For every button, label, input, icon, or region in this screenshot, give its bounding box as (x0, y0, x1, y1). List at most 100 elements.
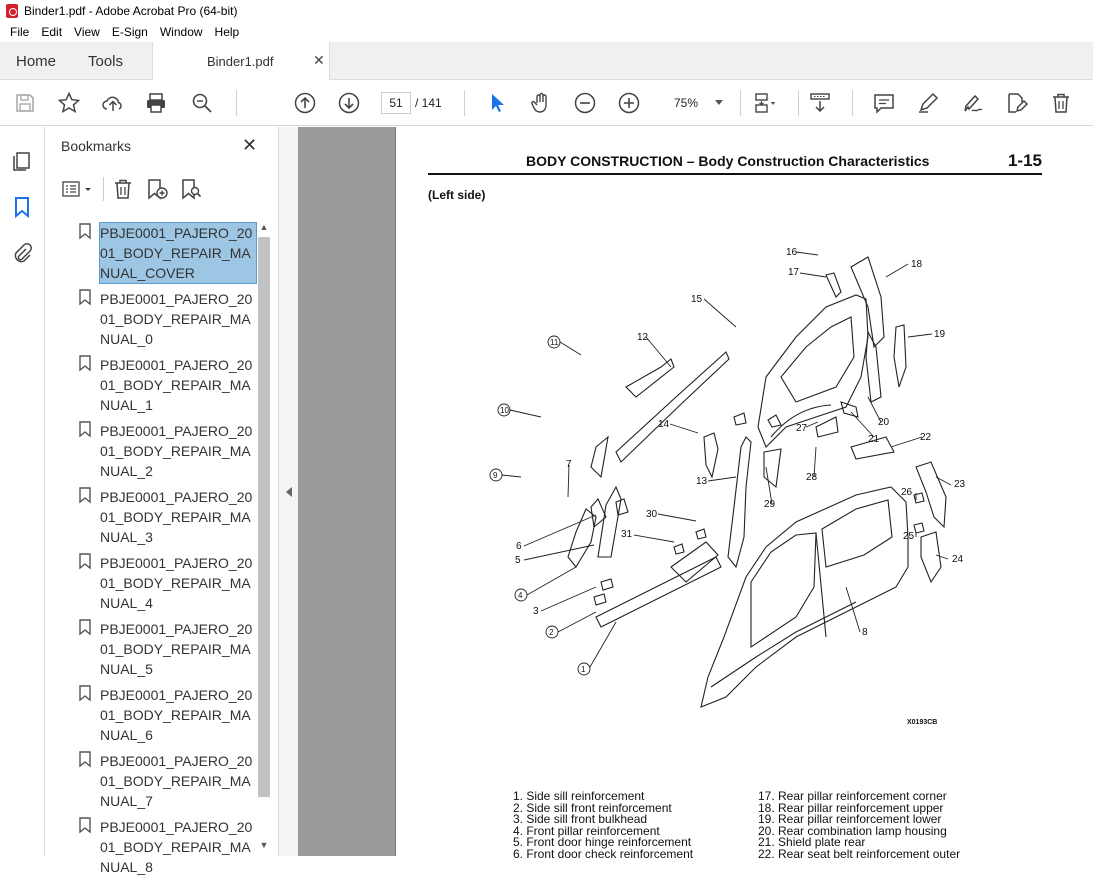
legend-item: 1. Side sill reinforcement (513, 789, 645, 803)
svg-text:22: 22 (920, 432, 932, 443)
svg-text:8: 8 (862, 627, 868, 638)
bookmark-label: PBJE0001_PAJERO_2001_BODY_REPAIR_MANUAL_… (100, 357, 253, 413)
bookmark-item[interactable]: PBJE0001_PAJERO_2001_BODY_REPAIR_MANUAL_… (45, 285, 255, 351)
delete-trash-icon[interactable] (1049, 91, 1073, 115)
attachments-paperclip-icon[interactable] (11, 242, 33, 264)
scroll-down-icon[interactable]: ▼ (259, 840, 269, 850)
svg-text:21: 21 (868, 434, 880, 445)
scroll-mode-icon[interactable] (808, 91, 832, 115)
left-rail (0, 127, 45, 856)
tab-tools[interactable]: Tools (88, 53, 124, 70)
menu-view[interactable]: View (74, 25, 100, 39)
legend-item: 3. Side sill front bulkhead (513, 812, 648, 826)
scroll-thumb[interactable] (258, 237, 270, 797)
document-viewport[interactable]: BODY CONSTRUCTION – Body Construction Ch… (298, 127, 1093, 859)
pdf-page: BODY CONSTRUCTION – Body Construction Ch… (395, 127, 1093, 859)
print-icon[interactable] (144, 91, 168, 115)
bookmark-options-icon[interactable] (61, 177, 95, 201)
diagram-code: X0193CB (907, 719, 938, 726)
tab-home[interactable]: Home (16, 53, 57, 70)
bookmark-item[interactable]: PBJE0001_PAJERO_2001_BODY_REPAIR_MANUAL_… (45, 615, 255, 681)
toolbar: 51 / 141 75% (0, 80, 1093, 126)
bookmarks-toolbar (45, 173, 278, 205)
bookmark-label: PBJE0001_PAJERO_2001_BODY_REPAIR_MANUAL_… (100, 753, 253, 809)
tab-bar: Home Tools Binder1.pdf ✕ (0, 42, 1093, 81)
scroll-up-icon[interactable]: ▲ (259, 222, 269, 232)
bookmark-item[interactable]: PBJE0001_PAJERO_2001_BODY_REPAIR_MANUAL_… (45, 351, 255, 417)
window-title: Binder1.pdf - Adobe Acrobat Pro (64-bit) (24, 4, 238, 18)
svg-text:23: 23 (954, 479, 966, 490)
bookmark-item[interactable]: PBJE0001_PAJERO_2001_BODY_REPAIR_MANUAL_… (45, 681, 255, 747)
menu-window[interactable]: Window (159, 25, 203, 39)
close-tab-icon[interactable]: ✕ (313, 52, 325, 68)
svg-text:4: 4 (518, 591, 523, 600)
svg-text:14: 14 (658, 419, 670, 430)
bookmark-icon (79, 355, 91, 372)
zoom-out-icon[interactable] (573, 91, 597, 115)
previous-page-icon[interactable] (293, 91, 317, 115)
bookmark-item[interactable]: PBJE0001_PAJERO_2001_BODY_REPAIR_MANUAL_… (45, 417, 255, 483)
svg-text:18: 18 (911, 259, 923, 270)
bookmark-icon (79, 223, 91, 240)
svg-text:11: 11 (550, 338, 559, 347)
page-total: / 141 (415, 96, 442, 110)
legend-item: 21. Shield plate rear (758, 835, 866, 849)
svg-text:10: 10 (500, 406, 509, 415)
close-panel-icon[interactable]: ✕ (242, 135, 258, 155)
page-fit-icon[interactable] (752, 91, 776, 115)
bookmark-label: PBJE0001_PAJERO_2001_BODY_REPAIR_MANUAL_… (99, 222, 257, 284)
toolbar-separator (740, 90, 741, 116)
menu-help[interactable]: Help (214, 25, 240, 39)
save-icon[interactable] (13, 91, 37, 115)
bookmark-item[interactable]: PBJE0001_PAJERO_2001_BODY_REPAIR_MANUAL_… (45, 813, 255, 879)
comment-icon[interactable] (872, 91, 896, 115)
toolbar-separator (798, 90, 799, 116)
bookmark-icon (79, 487, 91, 504)
title-bar: Binder1.pdf - Adobe Acrobat Pro (64-bit) (0, 0, 1093, 22)
svg-text:20: 20 (878, 417, 890, 428)
svg-text:15: 15 (691, 294, 703, 305)
edit-pdf-icon[interactable] (1004, 91, 1029, 115)
bookmarks-list: PBJE0001_PAJERO_2001_BODY_REPAIR_MANUAL_… (45, 219, 257, 875)
bookmark-item[interactable]: PBJE0001_PAJERO_2001_BODY_REPAIR_MANUAL_… (45, 747, 255, 813)
delete-bookmark-icon[interactable] (111, 177, 135, 201)
page-thumbnails-icon[interactable] (11, 149, 33, 171)
bookmark-icon (79, 685, 91, 702)
bookmarks-icon[interactable] (11, 196, 33, 219)
bookmark-icon (79, 751, 91, 768)
bookmarks-scrollbar[interactable]: ▲ ▼ (257, 219, 271, 856)
page-number-input[interactable]: 51 (381, 92, 411, 114)
legend-item: 19. Rear pillar reinforcement lower (758, 812, 942, 826)
find-bookmark-icon[interactable] (179, 177, 203, 201)
page-header: BODY CONSTRUCTION – Body Construction Ch… (428, 151, 1042, 175)
highlight-pen-icon[interactable] (916, 91, 940, 115)
zoom-search-icon[interactable] (190, 91, 214, 115)
menu-edit[interactable]: Edit (41, 25, 63, 39)
zoom-in-icon[interactable] (617, 91, 641, 115)
menu-file[interactable]: File (10, 25, 30, 39)
collapse-panel-icon[interactable] (286, 487, 292, 497)
bookmark-label: PBJE0001_PAJERO_2001_BODY_REPAIR_MANUAL_… (100, 687, 253, 743)
legend-item: 17. Rear pillar reinforcement corner (758, 789, 947, 803)
menu-esign[interactable]: E-Sign (111, 25, 148, 39)
hand-tool-icon[interactable] (529, 91, 553, 115)
next-page-icon[interactable] (337, 91, 361, 115)
tab-document[interactable]: Binder1.pdf ✕ (152, 42, 330, 81)
toolbar-separator (852, 90, 853, 116)
sign-pen-icon[interactable] (960, 91, 984, 115)
parts-legend-right: 17. Rear pillar reinforcement corner 18.… (758, 789, 960, 860)
panel-splitter[interactable] (278, 127, 298, 856)
star-icon[interactable] (57, 91, 81, 115)
upload-cloud-icon[interactable] (101, 91, 125, 115)
legend-item: 4. Front pillar reinforcement (513, 823, 660, 838)
svg-text:17: 17 (788, 267, 800, 278)
bookmark-item[interactable]: PBJE0001_PAJERO_2001_BODY_REPAIR_MANUAL_… (45, 483, 255, 549)
svg-text:1: 1 (581, 665, 586, 674)
bookmark-item[interactable]: PBJE0001_PAJERO_2001_BODY_REPAIR_MANUAL_… (45, 549, 255, 615)
zoom-select[interactable]: 75% (660, 92, 730, 114)
bookmark-label: PBJE0001_PAJERO_2001_BODY_REPAIR_MANUAL_… (100, 423, 253, 479)
select-cursor-icon[interactable] (485, 91, 509, 115)
bookmark-item[interactable]: PBJE0001_PAJERO_2001_BODY_REPAIR_MANUAL_… (45, 219, 257, 285)
new-bookmark-icon[interactable] (145, 177, 169, 201)
bookmark-icon (79, 421, 91, 438)
